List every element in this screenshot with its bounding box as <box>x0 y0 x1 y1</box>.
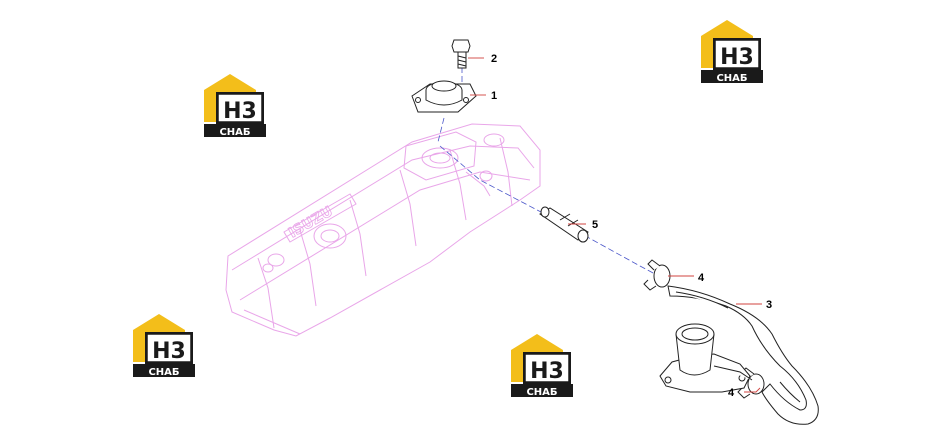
cover-embossing: ISUZU <box>286 204 336 242</box>
leader-lines <box>468 57 762 393</box>
watermark-logo-text: СНАБ <box>148 367 179 378</box>
fitting-part <box>539 206 589 243</box>
hose-part <box>667 285 819 425</box>
callout-2: 2 <box>491 53 497 65</box>
callout-1: 1 <box>491 90 497 102</box>
watermark-logo-mark: H3 <box>530 359 564 384</box>
outlet-housing <box>659 323 753 393</box>
watermark-logo-mark: H3 <box>223 99 257 124</box>
callout-5: 5 <box>592 219 598 231</box>
watermark-logo-mark: H3 <box>152 339 186 364</box>
callout-4-upper: 4 <box>698 272 705 284</box>
watermark-logo: H3 СНАБ <box>203 73 267 138</box>
callout-4-lower: 4 <box>728 387 735 399</box>
watermark-logo: H3 СНАБ <box>700 19 764 84</box>
bolt-part <box>451 39 471 69</box>
cap-part <box>411 80 477 113</box>
watermark-logo-text: СНАБ <box>219 127 250 138</box>
watermark-logo: H3 СНАБ <box>510 333 574 398</box>
callout-3: 3 <box>766 299 772 311</box>
watermark-logo-text: СНАБ <box>526 387 557 398</box>
watermark-logo-text: СНАБ <box>716 73 747 84</box>
watermark-logo-mark: H3 <box>720 45 754 70</box>
valve-cover-outline <box>225 123 541 337</box>
clamp-upper <box>643 259 671 291</box>
watermark-logo: H3 СНАБ <box>132 313 196 378</box>
